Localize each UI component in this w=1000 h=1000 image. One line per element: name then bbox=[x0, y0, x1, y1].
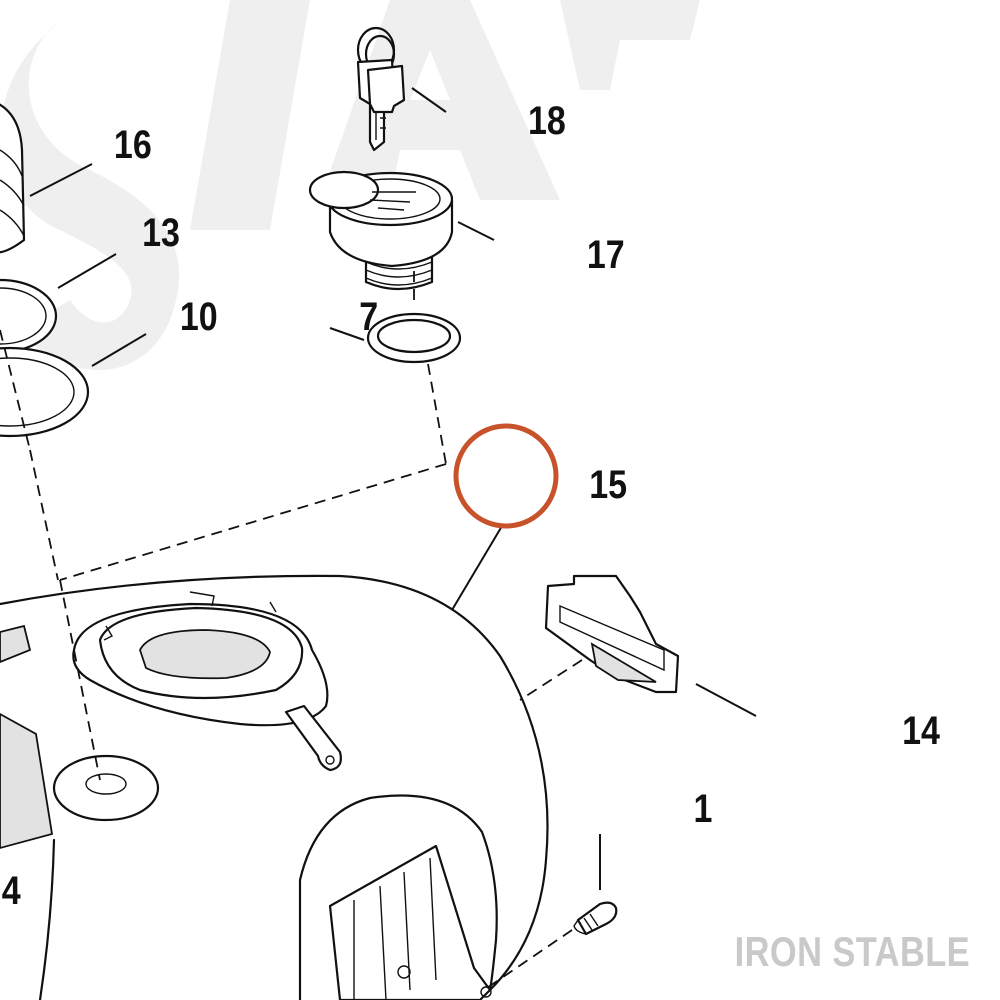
seal-part-13 bbox=[0, 278, 58, 354]
emblem-part-14 bbox=[544, 574, 680, 694]
callout-10: 10 bbox=[180, 293, 218, 338]
highlight-circle-15 bbox=[453, 423, 559, 529]
callout-4: 4 bbox=[2, 867, 21, 912]
assembly-dashed-lines bbox=[0, 264, 583, 991]
callout-18: 18 bbox=[528, 97, 566, 142]
leader-15 bbox=[451, 525, 503, 611]
callout-14: 14 bbox=[902, 707, 940, 752]
callout-7: 7 bbox=[359, 293, 378, 338]
leader-18 bbox=[411, 87, 447, 113]
callout-17: 17 bbox=[587, 231, 625, 276]
leader-13 bbox=[57, 253, 117, 289]
callout-15: 15 bbox=[589, 461, 627, 506]
fuel-cap-part-17 bbox=[308, 170, 454, 291]
screw-part-1 bbox=[573, 901, 618, 936]
callout-13: 13 bbox=[142, 209, 180, 254]
ring-part-10 bbox=[0, 346, 90, 438]
leader-10 bbox=[91, 333, 147, 367]
key-part-18 bbox=[356, 26, 406, 152]
callout-16: 16 bbox=[114, 121, 152, 166]
leader-14 bbox=[695, 683, 757, 717]
callout-1: 1 bbox=[693, 785, 712, 830]
fuel-tank-part-15 bbox=[0, 574, 549, 1000]
fuel-cap-part-16 bbox=[0, 103, 26, 254]
leader-7 bbox=[329, 327, 365, 341]
background-watermark-logo bbox=[0, 0, 700, 370]
leader-16 bbox=[29, 163, 93, 197]
gasket-part-7 bbox=[366, 312, 462, 364]
watermark-brand-text: IRON STABLE bbox=[734, 928, 970, 975]
leader-17 bbox=[457, 221, 495, 241]
